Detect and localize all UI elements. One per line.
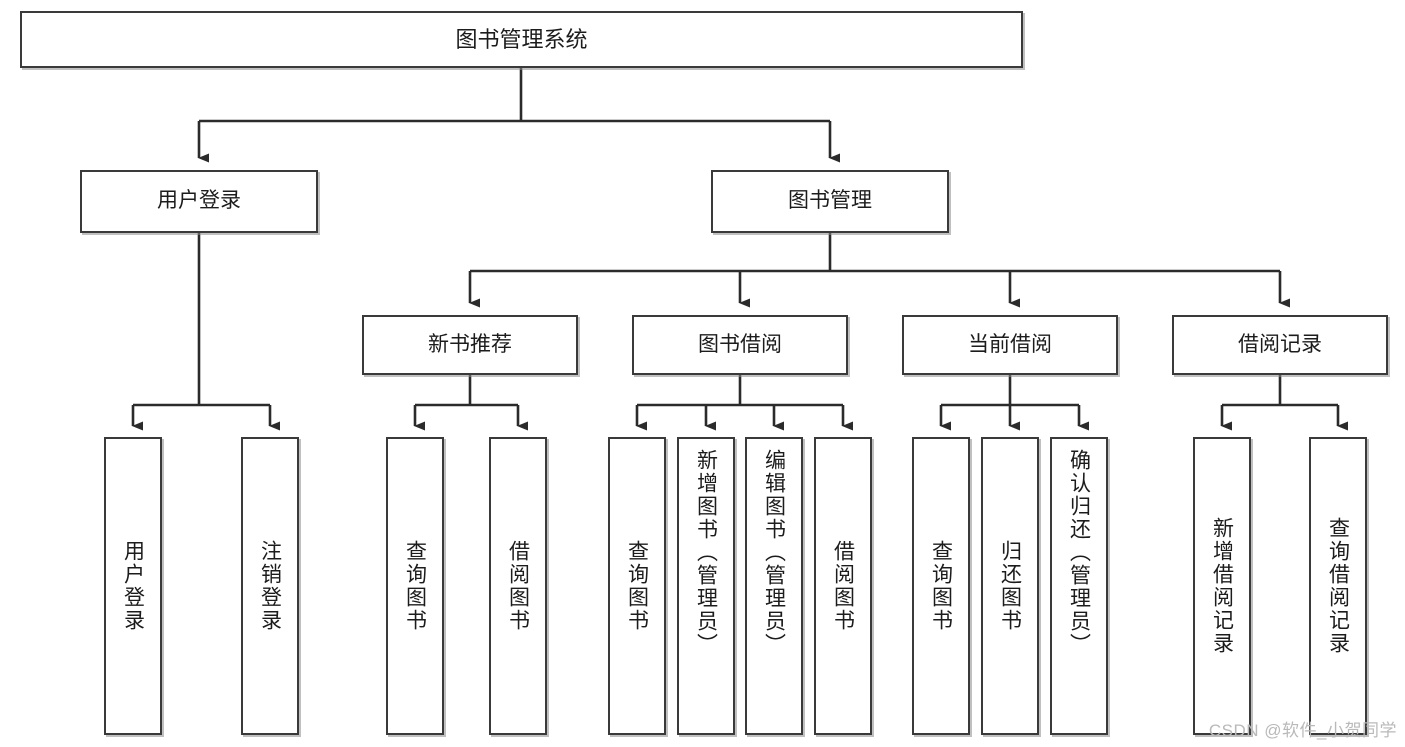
node-leaf-borrow-book-1[interactable]: 借阅图书 bbox=[489, 437, 547, 735]
node-label: 新增借阅记录 bbox=[1210, 517, 1234, 655]
node-label: 编辑图书（管理员） bbox=[762, 449, 786, 656]
node-label: 查询图书 bbox=[929, 540, 953, 632]
node-label: 用户登录 bbox=[157, 189, 241, 213]
node-leaf-query-book-2[interactable]: 查询图书 bbox=[608, 437, 666, 735]
node-label: 注销登录 bbox=[258, 540, 282, 632]
node-label: 查询图书 bbox=[403, 540, 427, 632]
node-label: 确认归还（管理员） bbox=[1067, 449, 1091, 656]
node-label: 图书借阅 bbox=[698, 332, 782, 356]
node-leaf-query-book-3[interactable]: 查询图书 bbox=[912, 437, 970, 735]
node-label: 借阅记录 bbox=[1238, 332, 1322, 356]
node-label: 新增图书（管理员） bbox=[694, 449, 718, 656]
node-label: 新书推荐 bbox=[428, 332, 512, 356]
node-book-borrow[interactable]: 图书借阅 bbox=[632, 315, 848, 375]
node-leaf-return-book[interactable]: 归还图书 bbox=[981, 437, 1039, 735]
node-leaf-add-book-admin[interactable]: 新增图书（管理员） bbox=[677, 437, 735, 735]
node-leaf-edit-book-admin[interactable]: 编辑图书（管理员） bbox=[745, 437, 803, 735]
node-label: 借阅图书 bbox=[506, 540, 530, 632]
node-new-book-recommend[interactable]: 新书推荐 bbox=[362, 315, 578, 375]
node-leaf-user-login[interactable]: 用户登录 bbox=[104, 437, 162, 735]
node-leaf-query-book-1[interactable]: 查询图书 bbox=[386, 437, 444, 735]
node-user-login[interactable]: 用户登录 bbox=[80, 170, 318, 233]
node-label: 查询图书 bbox=[625, 540, 649, 632]
node-current-borrow[interactable]: 当前借阅 bbox=[902, 315, 1118, 375]
node-borrow-record[interactable]: 借阅记录 bbox=[1172, 315, 1388, 375]
node-leaf-add-borrow-record[interactable]: 新增借阅记录 bbox=[1193, 437, 1251, 735]
node-label: 借阅图书 bbox=[831, 540, 855, 632]
node-leaf-query-borrow-record[interactable]: 查询借阅记录 bbox=[1309, 437, 1367, 735]
node-root-book-management-system[interactable]: 图书管理系统 bbox=[20, 11, 1023, 68]
node-label: 查询借阅记录 bbox=[1326, 517, 1350, 655]
node-label: 图书管理 bbox=[788, 189, 872, 213]
node-leaf-confirm-return-admin[interactable]: 确认归还（管理员） bbox=[1050, 437, 1108, 735]
node-book-management[interactable]: 图书管理 bbox=[711, 170, 949, 233]
node-leaf-borrow-book-2[interactable]: 借阅图书 bbox=[814, 437, 872, 735]
node-label: 当前借阅 bbox=[968, 332, 1052, 356]
node-label: 用户登录 bbox=[121, 540, 145, 632]
node-label: 图书管理系统 bbox=[455, 26, 588, 52]
node-leaf-logout-login[interactable]: 注销登录 bbox=[241, 437, 299, 735]
node-label: 归还图书 bbox=[998, 540, 1022, 632]
